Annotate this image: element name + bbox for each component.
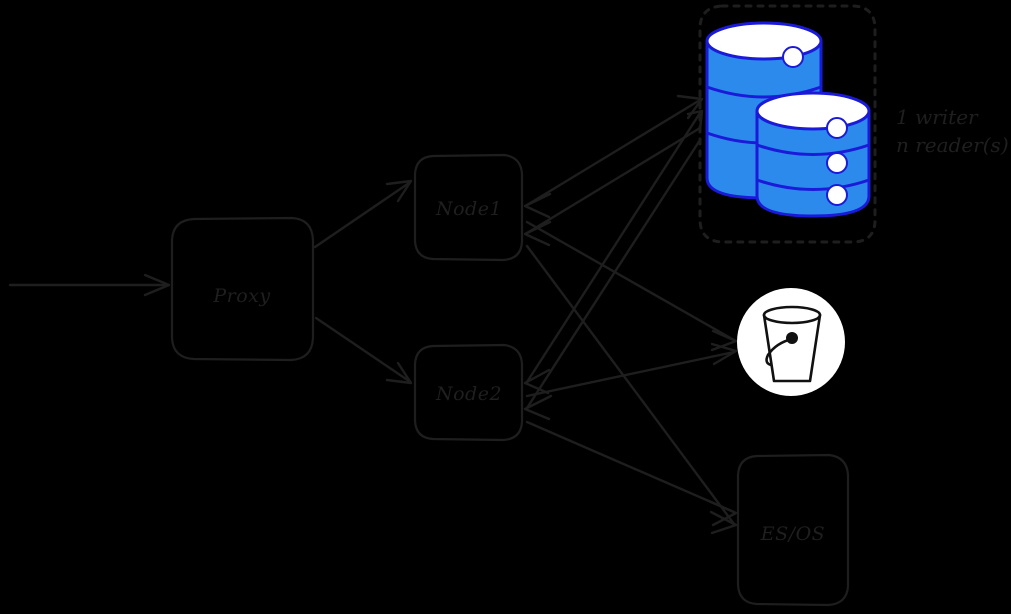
edge-proxy-to-node1	[313, 179, 413, 249]
edge-node1-esos	[525, 244, 738, 535]
database-cylinder-front	[755, 91, 871, 218]
database-note: 1 writer n reader(s)	[896, 105, 1009, 157]
bucket-knob	[786, 332, 798, 344]
node2-label: Node2	[435, 383, 502, 405]
proxy-box[interactable]: Proxy	[170, 216, 315, 362]
edge-proxy-to-node2	[314, 316, 413, 385]
database-note-line2: n reader(s)	[896, 133, 1009, 157]
es-os-box[interactable]: ES/OS	[736, 453, 850, 607]
es-os-label: ES/OS	[760, 523, 825, 545]
database-note-line1: 1 writer	[896, 105, 979, 129]
database-group[interactable]	[698, 4, 877, 244]
node1-label: Node1	[435, 198, 502, 220]
proxy-label: Proxy	[212, 285, 270, 307]
edge-node2-bucket	[525, 342, 738, 398]
edge-node2-esos	[525, 420, 738, 527]
edge-node2-database	[523, 109, 704, 395]
edge-node1-bucket	[525, 220, 738, 352]
edge-node1-database	[523, 94, 704, 219]
node1-box[interactable]: Node1	[413, 153, 524, 262]
bucket-rim	[762, 305, 822, 325]
bucket-body	[762, 313, 822, 383]
bucket-icon[interactable]	[737, 288, 845, 396]
bucket-handle	[765, 337, 794, 367]
node2-box[interactable]: Node2	[413, 343, 524, 442]
edge-ingress-to-proxy	[8, 273, 171, 297]
edge-database-to-node2	[523, 138, 702, 421]
edge-database-to-node1	[523, 126, 702, 247]
